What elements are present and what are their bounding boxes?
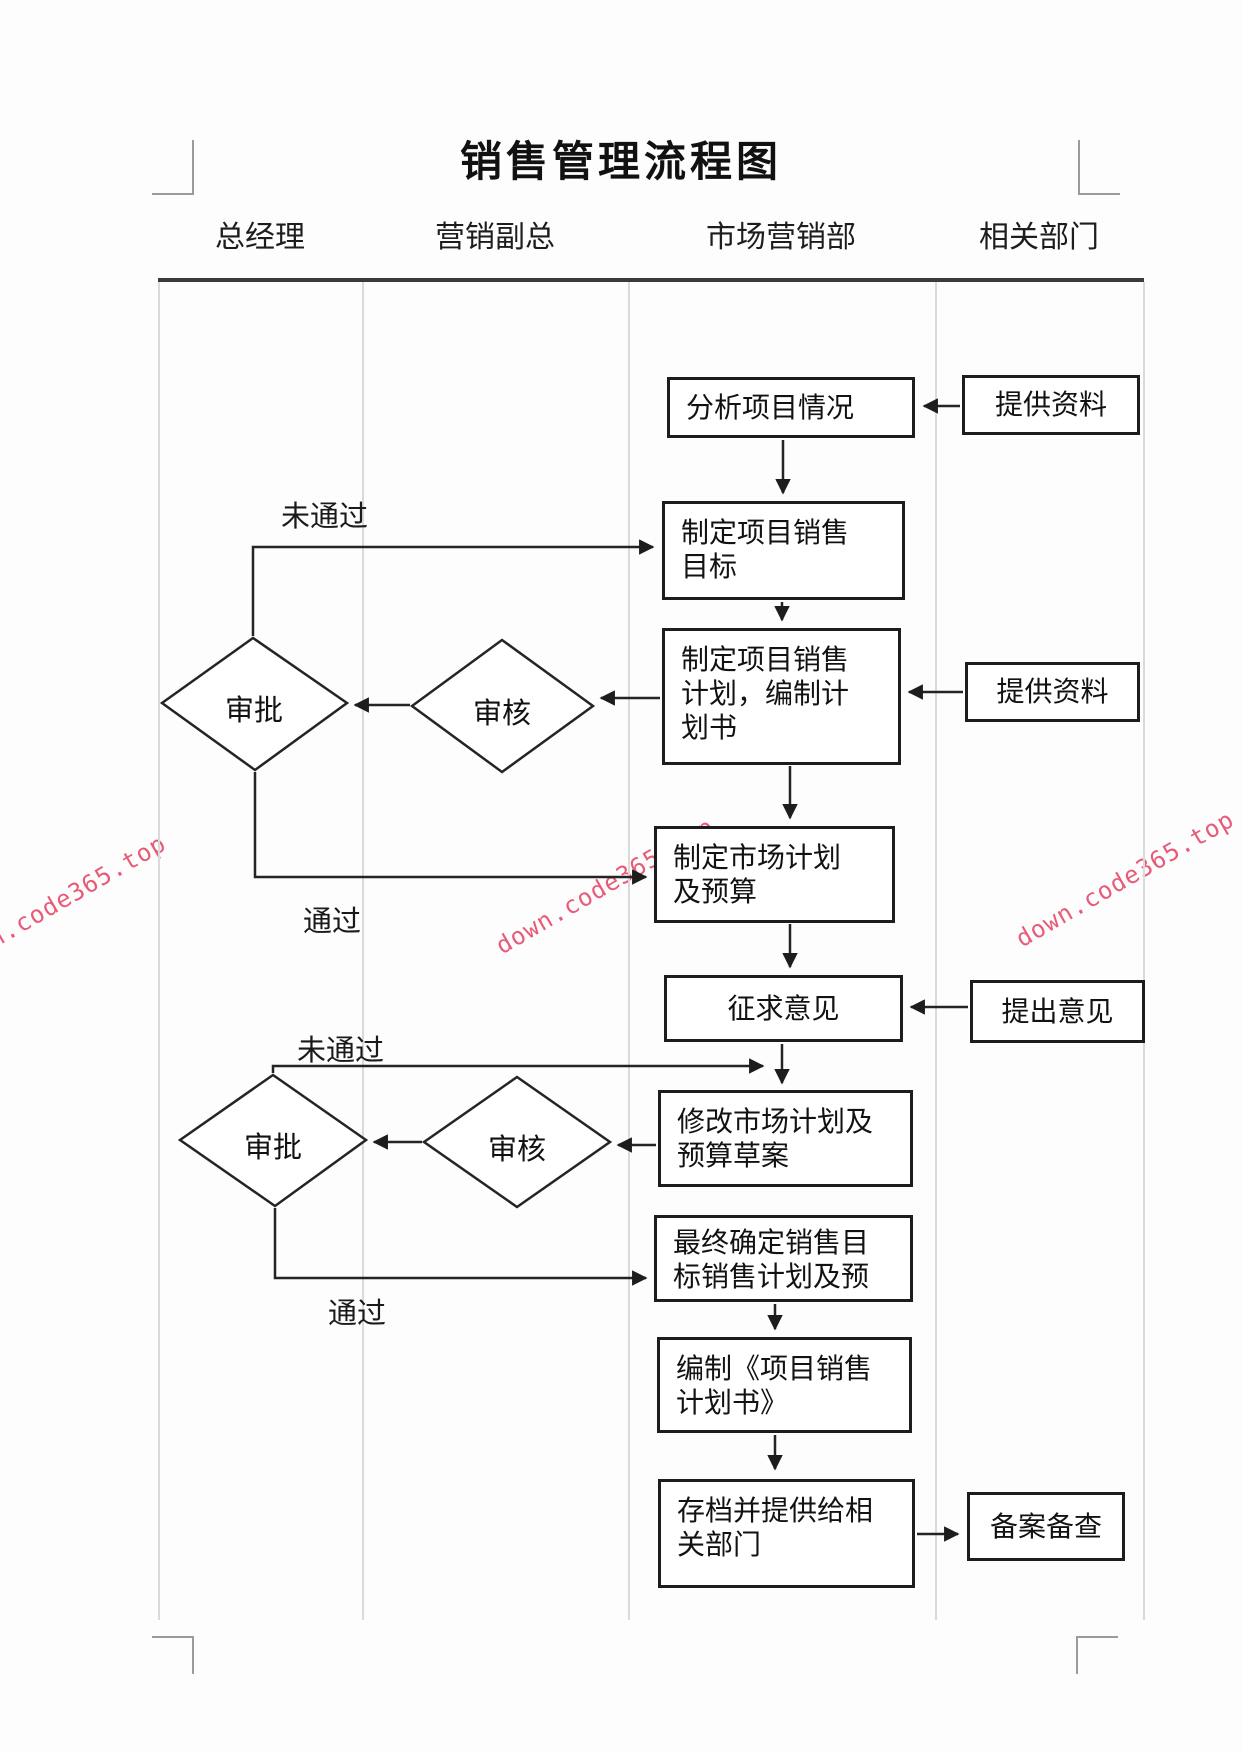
edge-label-pass-1: 通过 <box>303 906 362 938</box>
side-provide-materials-1: 提供资料 <box>962 375 1140 435</box>
lane-line-3 <box>628 282 630 1620</box>
margin-mark-bottom-left <box>152 1636 194 1674</box>
edge-label-fail-1: 未通过 <box>281 501 369 533</box>
margin-mark-bottom-right <box>1076 1636 1118 1674</box>
arrow-pass2-to-final <box>273 1208 648 1286</box>
process-archive-distribute: 存档并提供给相 关部门 <box>658 1479 915 1588</box>
process-finalize-target-plan: 最终确定销售目 标销售计划及预 <box>654 1215 913 1302</box>
side-provide-materials-2: 提供资料 <box>965 662 1140 722</box>
process-revise-draft: 修改市场计划及 预算草案 <box>658 1090 913 1187</box>
process-compile-plan-book: 编制《项目销售 计划书》 <box>657 1337 912 1433</box>
lane-line-5 <box>1143 282 1145 1620</box>
lane-header-related-depts: 相关部门 <box>979 221 1099 254</box>
lane-header-general-manager: 总经理 <box>215 221 305 254</box>
lane-header-marketing-dept: 市场营销部 <box>706 221 856 254</box>
lane-line-4 <box>935 282 937 1620</box>
lane-line-2 <box>362 282 364 1620</box>
decision-approve-2-label: 审批 <box>243 1132 302 1164</box>
margin-mark-top-right <box>1078 140 1120 195</box>
arrow-pass1-to-market <box>253 772 648 885</box>
process-make-sales-plan: 制定项目销售 计划，编制计 划书 <box>662 628 901 765</box>
side-filing-record: 备案备查 <box>967 1492 1125 1561</box>
decision-review-2-label: 审核 <box>487 1134 546 1166</box>
arrow-fail1-to-target <box>251 539 655 636</box>
decision-review-1-label: 审核 <box>472 698 531 730</box>
page-title: 销售管理流程图 <box>459 138 782 185</box>
process-solicit-opinions: 征求意见 <box>664 975 903 1042</box>
edge-label-pass-2: 通过 <box>328 1298 387 1330</box>
decision-approve-1-label: 审批 <box>224 695 283 727</box>
header-rule <box>158 278 1144 282</box>
edge-label-fail-2: 未通过 <box>297 1035 385 1067</box>
process-analyze-project: 分析项目情况 <box>667 377 915 438</box>
side-propose-opinions: 提出意见 <box>970 980 1145 1043</box>
watermark-right: down.code365.top <box>1010 805 1240 953</box>
lane-header-marketing-vp: 营销副总 <box>435 221 555 254</box>
margin-mark-top-left <box>152 140 194 195</box>
watermark-left: down.code365.top <box>0 829 172 977</box>
process-market-plan-budget: 制定市场计划 及预算 <box>654 826 895 923</box>
process-set-sales-target: 制定项目销售 目标 <box>662 501 905 600</box>
lane-line-1 <box>158 282 160 1620</box>
